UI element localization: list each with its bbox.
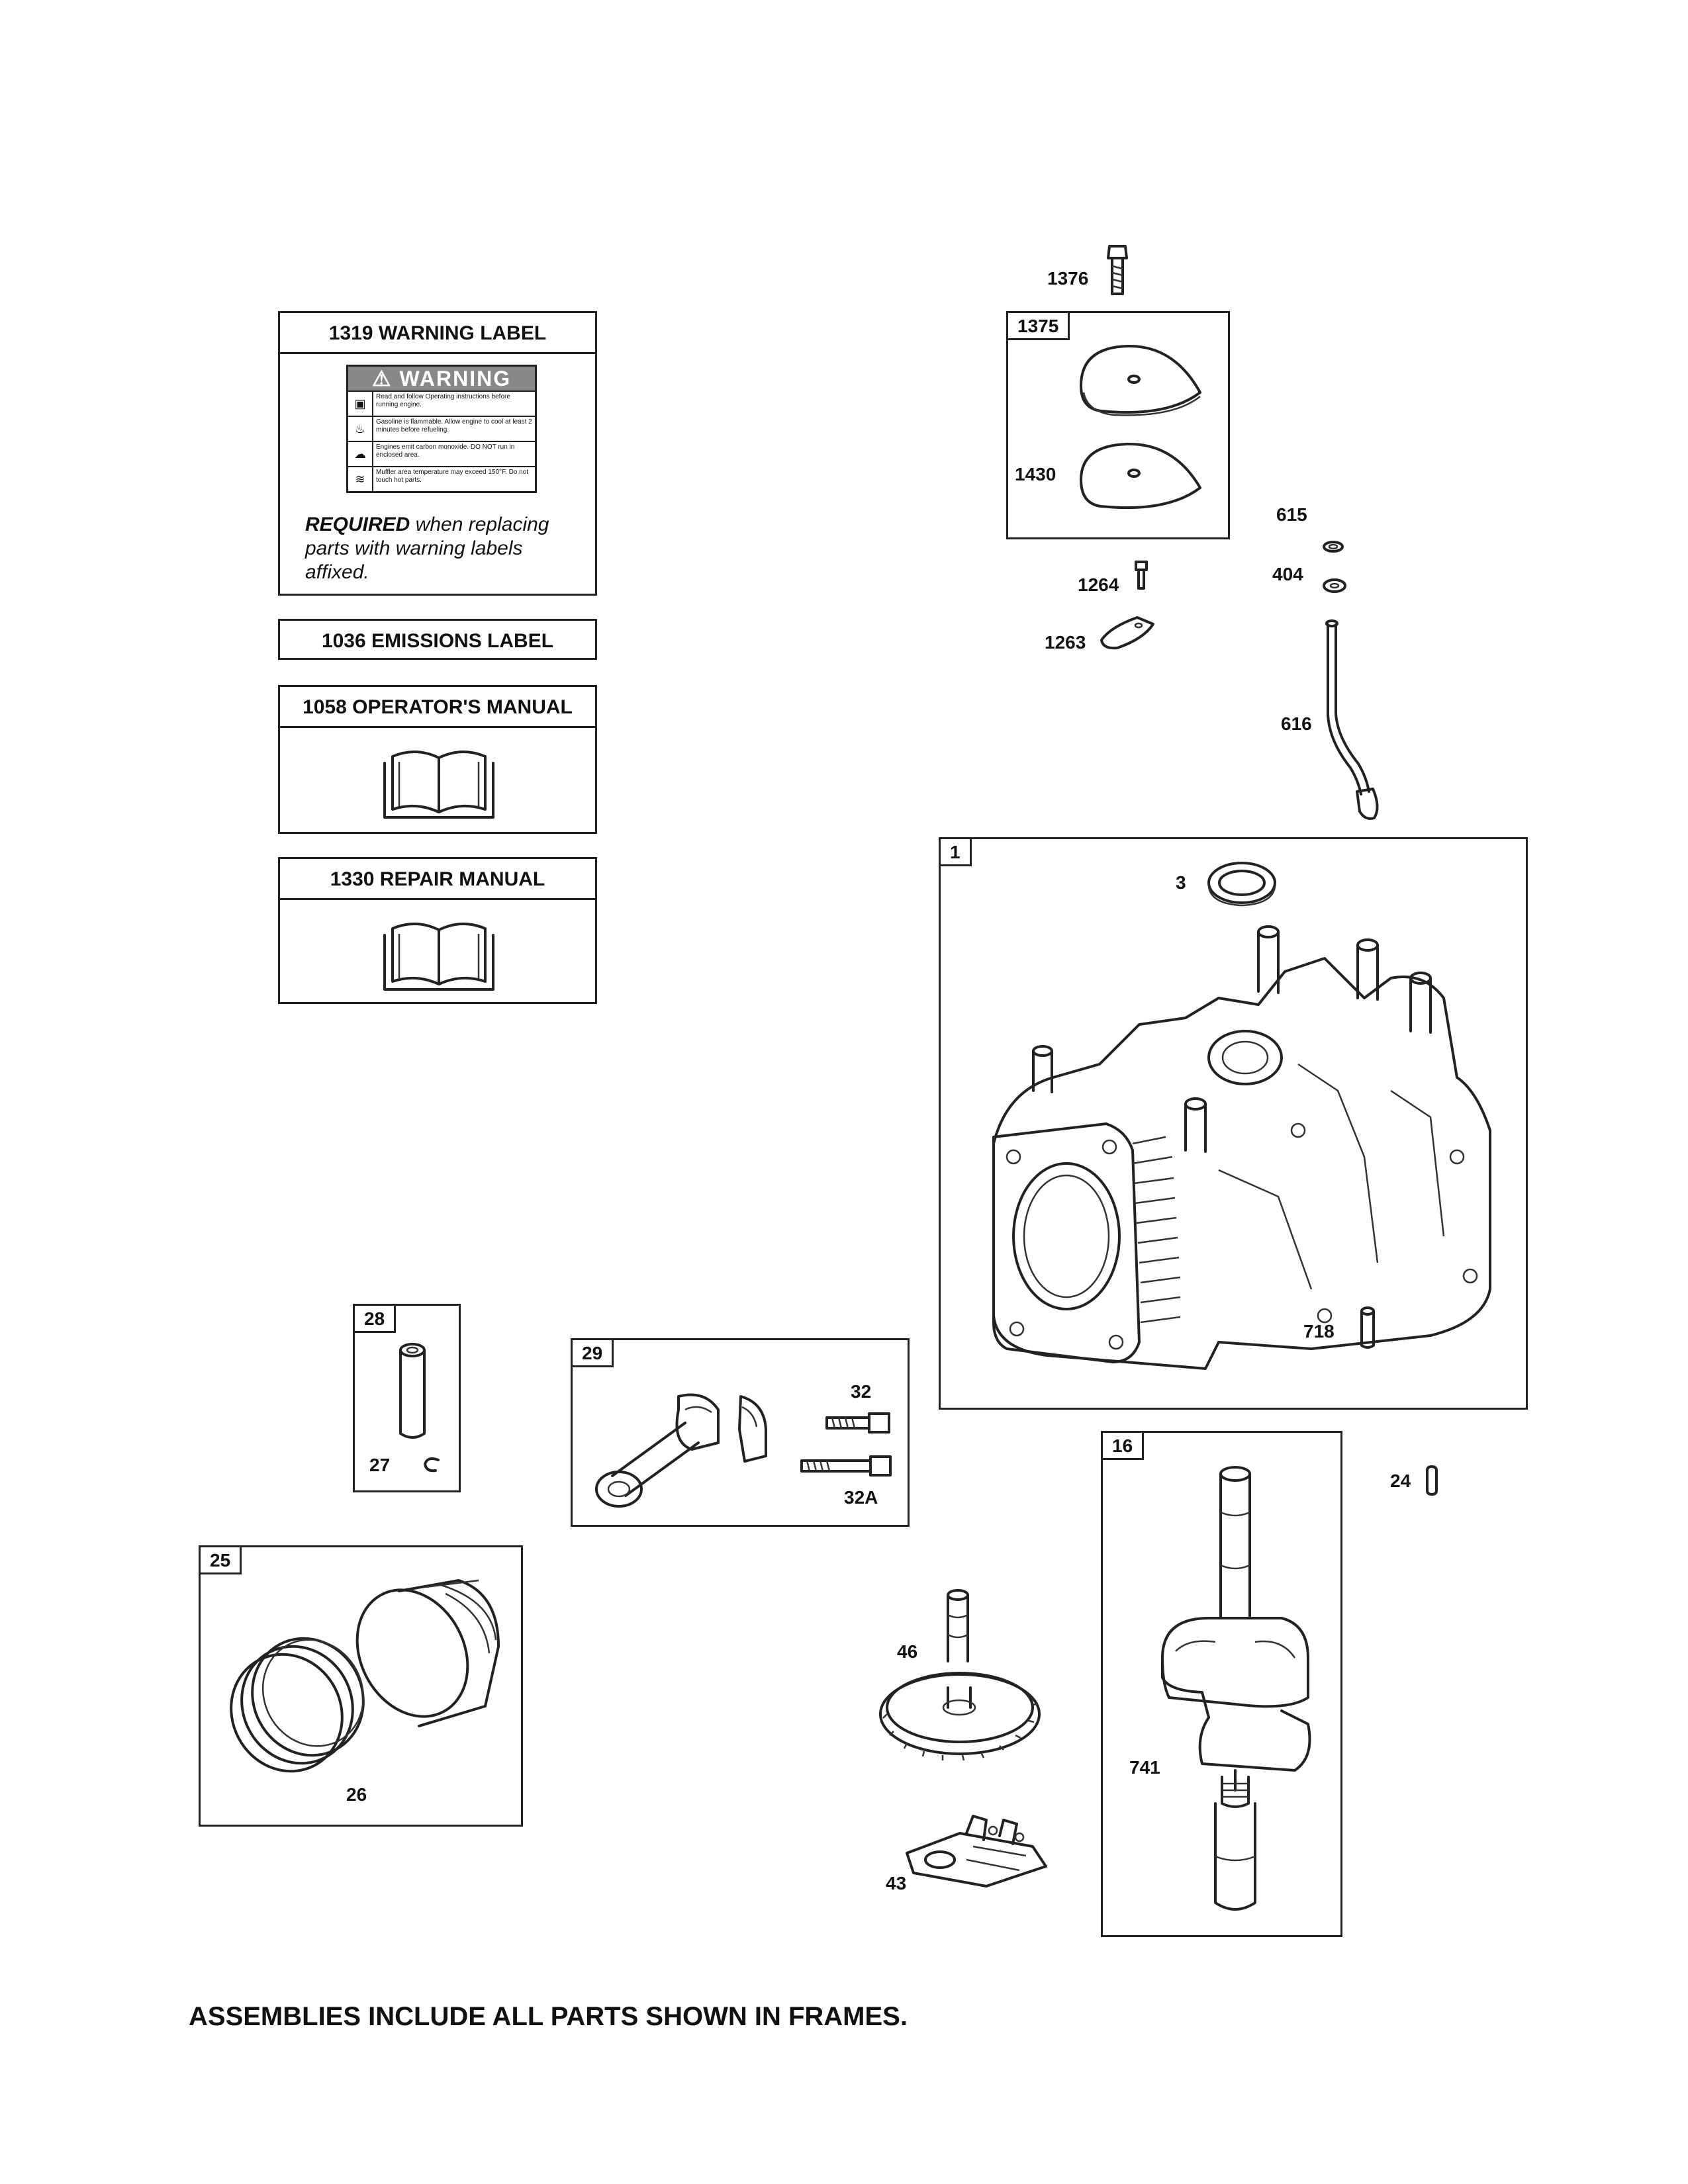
callout-26: 26 xyxy=(346,1784,367,1805)
repair-manual-title: 1330 REPAIR MANUAL xyxy=(280,859,595,900)
callout-3: 3 xyxy=(1176,872,1186,893)
warning-sticker: ⚠ WARNING ▣Read and follow Operating ins… xyxy=(346,365,537,493)
piston xyxy=(355,1579,500,1727)
piston-pin xyxy=(399,1343,426,1439)
operators-manual-title: 1058 OPERATOR'S MANUAL xyxy=(280,687,595,728)
callout-404: 404 xyxy=(1272,564,1303,584)
rod-bolt-32 xyxy=(825,1412,890,1433)
callout-616: 616 xyxy=(1281,713,1312,734)
retainer-ring-27 xyxy=(424,1457,440,1473)
frame-16-crankshaft: 16 741 xyxy=(1101,1431,1342,1937)
emissions-label-frame: 1036 EMISSIONS LABEL xyxy=(278,619,597,660)
tag-25: 25 xyxy=(201,1547,242,1574)
tag-1375: 1375 xyxy=(1008,313,1070,340)
operators-manual-frame: 1058 OPERATOR'S MANUAL xyxy=(278,685,597,834)
rod-bolt-32a xyxy=(800,1455,892,1477)
frame-1375: 1375 1430 xyxy=(1006,311,1230,539)
callout-32a: 32A xyxy=(844,1487,878,1508)
manual-icon: ▣ xyxy=(348,392,373,416)
frame-29-connecting-rod: 29 32 32A xyxy=(571,1338,910,1527)
key-24 xyxy=(1426,1465,1438,1496)
callout-718: 718 xyxy=(1303,1321,1335,1342)
callout-32: 32 xyxy=(851,1381,872,1402)
o-ring-404 xyxy=(1323,578,1346,593)
cover-plate-1375 xyxy=(1080,344,1201,416)
warning-label-title: 1319 WARNING LABEL xyxy=(280,313,595,354)
required-note: REQUIRED when replacing parts with warni… xyxy=(305,514,549,583)
dowel-pin-718 xyxy=(1360,1306,1375,1349)
book-icon xyxy=(383,922,494,991)
callout-1376: 1376 xyxy=(1047,268,1089,289)
oil-seal-3 xyxy=(1207,862,1276,907)
callout-741: 741 xyxy=(1129,1757,1160,1778)
cylinder-block-casting xyxy=(992,925,1491,1370)
hot-surface-icon: ≋ xyxy=(348,467,373,491)
callout-27: 27 xyxy=(369,1455,391,1475)
warning-label-frame: 1319 WARNING LABEL ⚠ WARNING ▣Read and f… xyxy=(278,311,597,596)
bolt-1376 xyxy=(1107,245,1128,295)
frame-1-cylinder-block: 1 3 718 xyxy=(939,837,1528,1410)
screw-1264 xyxy=(1135,561,1148,590)
assemblies-footnote: ASSEMBLIES INCLUDE ALL PARTS SHOWN IN FR… xyxy=(189,2002,908,2031)
connecting-rod xyxy=(595,1393,767,1508)
callout-1430: 1430 xyxy=(1015,464,1056,484)
warning-line-1: Read and follow Operating instructions b… xyxy=(376,393,510,408)
tag-1: 1 xyxy=(941,839,972,866)
gasket-1430 xyxy=(1080,442,1201,510)
tag-29: 29 xyxy=(573,1340,614,1367)
emissions-label-title: 1036 EMISSIONS LABEL xyxy=(321,630,554,652)
frame-28-piston-pin: 28 27 xyxy=(353,1304,461,1492)
repair-manual-frame: 1330 REPAIR MANUAL xyxy=(278,857,597,1004)
tag-28: 28 xyxy=(355,1306,397,1333)
camshaft-gear-46 xyxy=(879,1589,1041,1761)
governor-43 xyxy=(906,1815,1047,1888)
piston-ring-set xyxy=(230,1637,365,1773)
tag-16: 16 xyxy=(1103,1433,1145,1460)
frame-25-piston-rings: 25 26 xyxy=(199,1545,523,1827)
fumes-icon: ☁ xyxy=(348,442,373,466)
callout-615: 615 xyxy=(1276,504,1307,525)
warning-line-3: Engines emit carbon monoxide. DO NOT run… xyxy=(376,443,515,459)
bracket-1263 xyxy=(1100,616,1154,650)
dipstick-616 xyxy=(1325,619,1379,820)
fire-icon: ♨ xyxy=(348,417,373,441)
book-icon xyxy=(383,750,494,819)
callout-46: 46 xyxy=(897,1641,918,1662)
callout-43: 43 xyxy=(886,1873,907,1893)
washer-615 xyxy=(1323,541,1344,553)
warning-line-4: Muffler area temperature may exceed 150°… xyxy=(376,469,529,484)
callout-1264: 1264 xyxy=(1078,574,1119,595)
callout-1263: 1263 xyxy=(1045,632,1086,653)
warning-line-2: Gasoline is flammable. Allow engine to c… xyxy=(376,418,532,433)
callout-24: 24 xyxy=(1390,1471,1411,1491)
crankshaft xyxy=(1161,1466,1311,1911)
warning-sticker-heading: ⚠ WARNING xyxy=(348,367,535,390)
